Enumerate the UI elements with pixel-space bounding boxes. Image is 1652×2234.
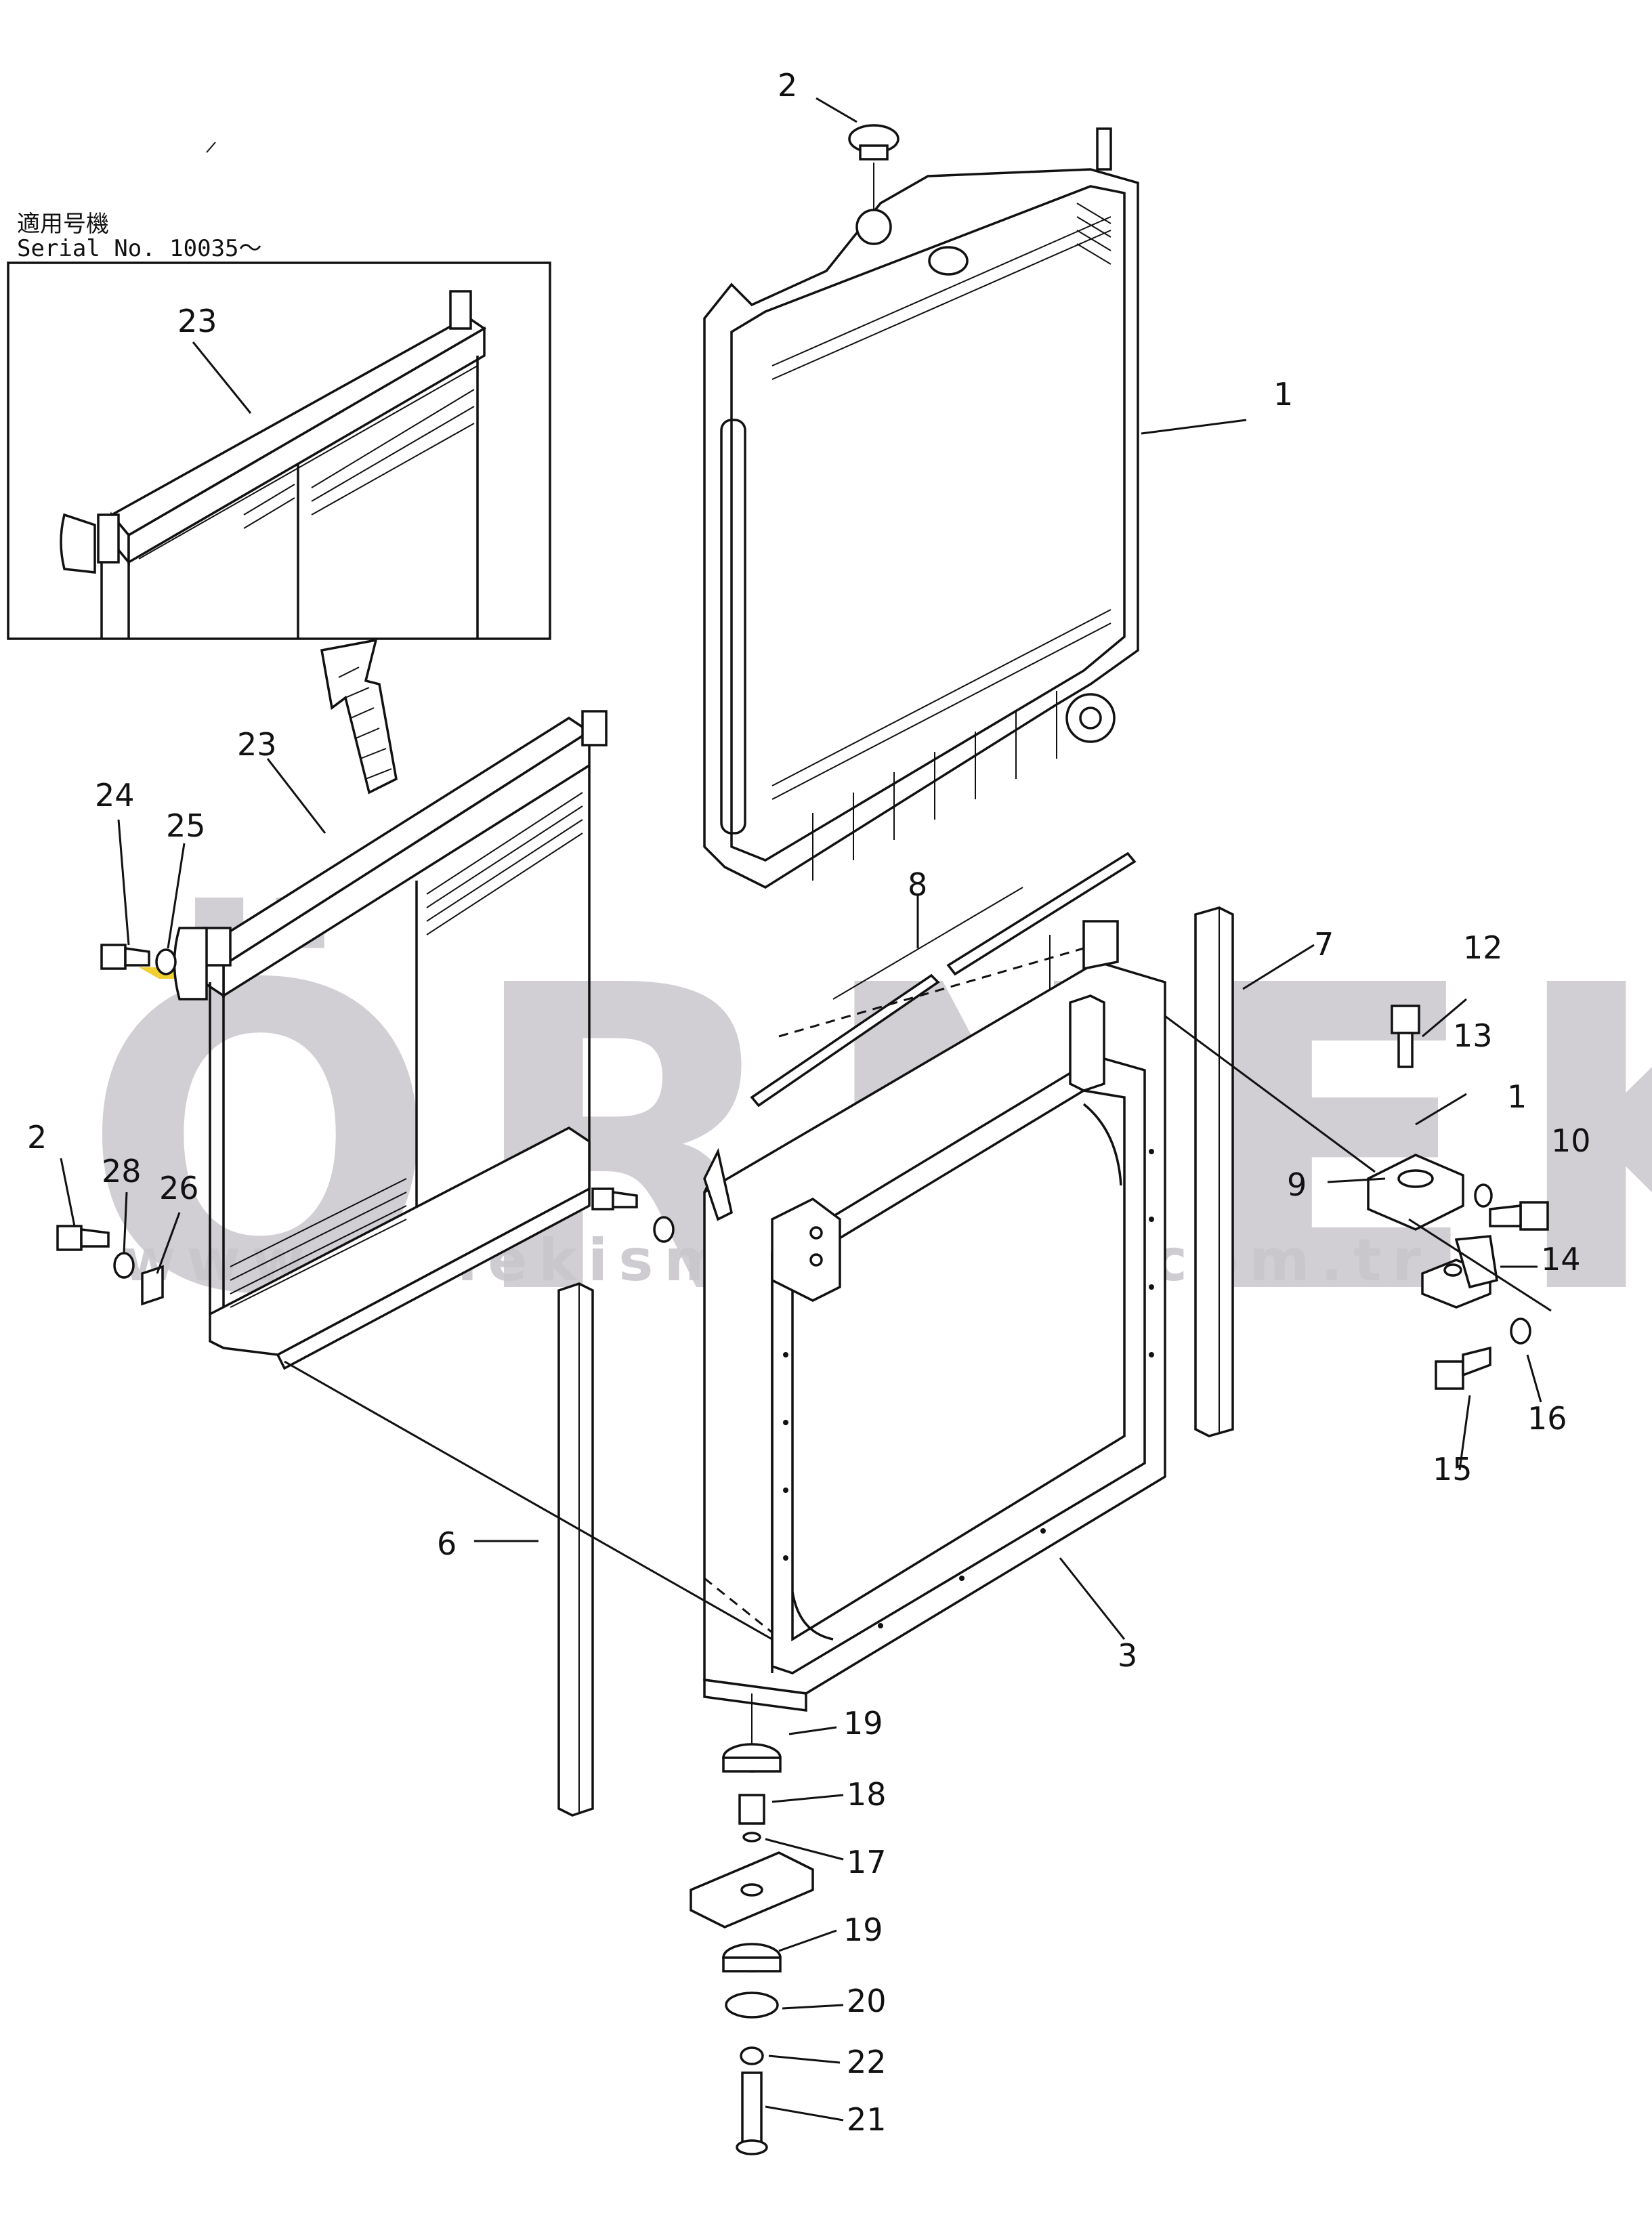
- bolt-24: [100, 944, 150, 970]
- inset-box: 適用号機 Serial No. 10035～ 23: [7, 211, 551, 640]
- callout-3: 3: [1118, 1637, 1137, 1674]
- callouts: 2 1 3 6 7 8 9 12 13 1 10 14 15 16 19 18 …: [27, 67, 1591, 2138]
- bolt-12: [1391, 1005, 1420, 1068]
- washer-20: [725, 1991, 779, 2019]
- bolt-27: [56, 1225, 110, 1251]
- callout-2-left: 2: [27, 1119, 47, 1156]
- bolt-10: [1489, 1201, 1549, 1231]
- callout-10: 10: [1551, 1122, 1591, 1159]
- inset-header-serial: Serial No. 10035～: [17, 235, 262, 262]
- callout-25: 25: [166, 807, 206, 844]
- washer-16: [1510, 1318, 1531, 1345]
- callout-8: 8: [908, 866, 927, 903]
- hatched-arrow: [320, 638, 398, 795]
- washer-22: [740, 2046, 764, 2065]
- washer-28: [113, 1252, 135, 1279]
- washer-center: [653, 1216, 675, 1243]
- callout-6: 6: [437, 1525, 457, 1562]
- bolt-21: [741, 2071, 763, 2149]
- callout-9: 9: [1287, 1166, 1307, 1203]
- callout-20: 20: [847, 1983, 887, 2019]
- bolt-center: [591, 1187, 638, 1210]
- shroud-frame: [703, 920, 1166, 1712]
- curtain-assembly: [173, 710, 608, 1370]
- bracket-plate: [690, 1851, 814, 1929]
- callout-2: 2: [778, 67, 797, 104]
- side-bar-6: [557, 1282, 594, 1817]
- callout-18: 18: [847, 1776, 887, 1813]
- callout-12: 12: [1463, 929, 1503, 966]
- callout-15: 15: [1433, 1451, 1473, 1488]
- washer-11: [1474, 1183, 1493, 1208]
- plate-26: [141, 1265, 164, 1306]
- callout-17: 17: [847, 1844, 887, 1880]
- inset-callout-23: 23: [177, 303, 217, 339]
- callout-24: 24: [95, 777, 135, 814]
- callout-23: 23: [237, 726, 277, 763]
- stray-mark: [206, 142, 216, 153]
- callout-26: 26: [159, 1170, 199, 1206]
- inset-curtain: 23: [60, 290, 487, 639]
- bolt-15: [1435, 1346, 1491, 1390]
- callout-14: 14: [1541, 1241, 1581, 1278]
- bracket-9: [1367, 1154, 1464, 1231]
- mount-stack: [690, 1693, 814, 2155]
- callout-21: 21: [847, 2101, 887, 2138]
- radiator: [703, 127, 1139, 889]
- callout-19a: 19: [843, 1705, 883, 1742]
- collar-18: [738, 1794, 765, 1825]
- callout-22: 22: [847, 2044, 887, 2080]
- side-bar-7: [1194, 906, 1234, 1437]
- inset-header-jp: 適用号機: [17, 211, 109, 238]
- bracket-14: [1421, 1235, 1498, 1309]
- inset-frame: [7, 261, 551, 640]
- washer-25: [155, 948, 177, 975]
- radiator-cap: [848, 124, 899, 210]
- callout-19b: 19: [843, 1912, 883, 1948]
- callout-7: 7: [1314, 926, 1334, 963]
- callout-16: 16: [1527, 1400, 1567, 1437]
- leader-lines: [60, 97, 1552, 2122]
- callout-1: 1: [1273, 376, 1293, 413]
- callout-11: 1: [1507, 1078, 1527, 1115]
- washer-17: [742, 1832, 761, 1842]
- callout-28: 28: [102, 1153, 142, 1189]
- callout-13: 13: [1453, 1017, 1493, 1054]
